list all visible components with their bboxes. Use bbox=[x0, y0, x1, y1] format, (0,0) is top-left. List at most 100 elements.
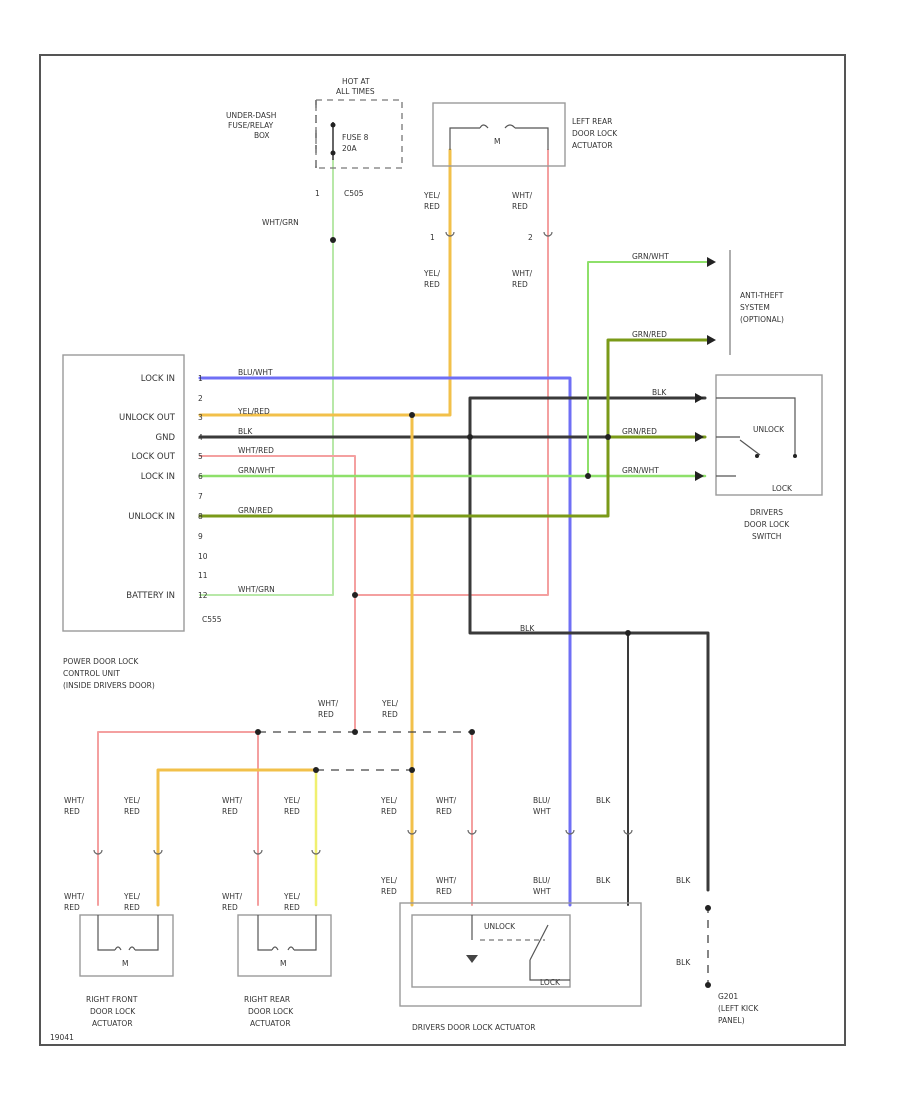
drivers-switch-arrow-grn-red bbox=[695, 432, 704, 442]
fuse-relay-box: HOT AT ALL TIMES UNDER-DASH FUSE/RELAY B… bbox=[226, 77, 403, 243]
drivers-switch-name-3: SWITCH bbox=[752, 532, 781, 541]
drivers-actuator-lock: LOCK bbox=[540, 978, 561, 987]
left-rear-wire2b-b: RED bbox=[512, 280, 528, 289]
left-rear-pin2: 2 bbox=[528, 233, 533, 242]
connector-rr-2 bbox=[311, 849, 321, 855]
splice-dot bbox=[352, 729, 358, 735]
fuse-connector-dot bbox=[330, 237, 336, 243]
left-rear-wire1-a: YEL/ bbox=[423, 191, 440, 200]
ground-blk-1: BLK bbox=[676, 876, 691, 885]
wire-blk-bus bbox=[468, 396, 707, 439]
drivers-top2-b: RED bbox=[436, 807, 452, 816]
wire-yel-red-rf bbox=[156, 768, 318, 907]
connector-drv-2 bbox=[467, 829, 477, 835]
drivers-switch-unlock: UNLOCK bbox=[753, 425, 785, 434]
left-rear-wire2-b: RED bbox=[512, 202, 528, 211]
drivers-top3-a: BLU/ bbox=[533, 796, 550, 805]
drivers-top4: BLK bbox=[596, 796, 611, 805]
diagram-frame bbox=[39, 54, 846, 1046]
connector-rf-1 bbox=[93, 849, 103, 855]
drivers-switch-wire-grn-wht: GRN/WHT bbox=[622, 466, 659, 475]
right-rear-motor-arc bbox=[271, 946, 295, 951]
right-front-bot2-b: RED bbox=[124, 903, 140, 912]
splice-dot bbox=[585, 473, 591, 479]
left-rear-motor-symbol bbox=[449, 127, 549, 150]
right-front-name-2: DOOR LOCK bbox=[90, 1007, 136, 1016]
wire-blu-wht bbox=[198, 376, 572, 907]
control-unit-name-1: POWER DOOR LOCK bbox=[63, 657, 139, 666]
wire-yel-red-left-rear bbox=[198, 148, 452, 417]
splice-dot bbox=[409, 412, 415, 418]
control-unit-pin-number: 3 bbox=[198, 413, 203, 422]
control-unit-pin-name: UNLOCK OUT bbox=[119, 413, 176, 423]
splice-dot bbox=[467, 434, 473, 440]
right-rear-name-3: ACTUATOR bbox=[250, 1019, 291, 1028]
right-front-actuator-box bbox=[79, 914, 174, 977]
anti-theft-system: GRN/WHT GRN/RED ANTI-THEFT SYSTEM (OPTIO… bbox=[632, 250, 784, 355]
arrow-grn-wht bbox=[707, 257, 716, 267]
left-rear-motor-arc bbox=[479, 124, 516, 129]
control-unit-pin-name: LOCK OUT bbox=[132, 452, 176, 462]
connector-rr-1 bbox=[253, 849, 263, 855]
control-unit-wire-label: BLU/WHT bbox=[238, 368, 273, 377]
fuse-hot-line1: HOT AT bbox=[342, 77, 370, 86]
arrow-grn-red bbox=[707, 335, 716, 345]
drivers-switch-lock: LOCK bbox=[772, 484, 793, 493]
anti-theft-wire-grn-red: GRN/RED bbox=[632, 330, 667, 339]
drivers-top3-b: WHT bbox=[533, 807, 551, 816]
fuse-box-label-3: BOX bbox=[254, 131, 270, 140]
wire-blk-bus-down bbox=[468, 435, 710, 892]
fuse-box-label-2: FUSE/RELAY bbox=[228, 121, 274, 130]
fuse-hot-line2: ALL TIMES bbox=[336, 87, 375, 96]
drivers-actuator-outer bbox=[399, 902, 642, 1007]
right-rear-actuator-box bbox=[237, 914, 332, 977]
connector-drv-3 bbox=[565, 829, 575, 835]
footer-code: 19041 bbox=[50, 1033, 74, 1042]
control-unit-box bbox=[62, 354, 185, 632]
splice-dot bbox=[469, 729, 475, 735]
control-unit-wire-label: BLK bbox=[238, 427, 253, 436]
ground-name-1: G201 bbox=[718, 992, 738, 1001]
drivers-bot1-b: RED bbox=[381, 887, 397, 896]
ground-name-3: PANEL) bbox=[718, 1016, 745, 1025]
drivers-switch-wire-blk: BLK bbox=[652, 388, 667, 397]
ground-g201: BLK BLK G201 (LEFT KICK PANEL) bbox=[676, 876, 759, 1025]
fuse-number-label: FUSE 8 bbox=[342, 133, 369, 142]
connector-drv-1 bbox=[407, 829, 417, 835]
anti-theft-label-2: SYSTEM bbox=[740, 303, 770, 312]
drivers-actuator-internal bbox=[471, 915, 570, 981]
control-unit-wire-label: GRN/WHT bbox=[238, 466, 275, 475]
junction-yel-red-b: RED bbox=[382, 710, 398, 719]
control-unit-pin-number: 1 bbox=[198, 374, 203, 383]
drivers-switch-name-1: DRIVERS bbox=[750, 508, 783, 517]
control-unit-connector: C555 bbox=[202, 615, 222, 624]
drivers-bot3-b: WHT bbox=[533, 887, 551, 896]
ground-name-2: (LEFT KICK bbox=[718, 1004, 759, 1013]
left-rear-wire1b-a: YEL/ bbox=[423, 269, 440, 278]
drivers-door-lock-switch: BLK GRN/RED GRN/WHT UNLOCK LOCK DRIVERS … bbox=[622, 374, 823, 541]
left-rear-wire2-a: WHT/ bbox=[512, 191, 533, 200]
left-rear-name-1: LEFT REAR bbox=[572, 117, 612, 126]
right-front-actuator: M WHT/ RED YEL/ RED WHT/ RED YEL/ RED RI… bbox=[64, 796, 174, 1028]
drivers-actuator-motor bbox=[466, 955, 478, 963]
drivers-bot3-a: BLU/ bbox=[533, 876, 550, 885]
left-rear-pin1: 1 bbox=[430, 233, 435, 242]
right-rear-top1-b: RED bbox=[222, 807, 238, 816]
right-rear-top1-a: WHT/ bbox=[222, 796, 243, 805]
right-rear-bot1-a: WHT/ bbox=[222, 892, 243, 901]
drivers-switch-internal bbox=[716, 397, 796, 477]
wires bbox=[97, 148, 712, 907]
control-unit-name-3: (INSIDE DRIVERS DOOR) bbox=[63, 681, 155, 690]
drivers-switch-name-2: DOOR LOCK bbox=[744, 520, 790, 529]
control-unit-pin-number: 12 bbox=[198, 591, 208, 600]
left-rear-name-3: ACTUATOR bbox=[572, 141, 613, 150]
drivers-switch-contact-2 bbox=[793, 454, 797, 458]
fuse-rating-label: 20A bbox=[342, 144, 358, 153]
drivers-bot1-a: YEL/ bbox=[380, 876, 397, 885]
inline-connectors bbox=[93, 231, 633, 855]
connector-drv-4 bbox=[623, 829, 633, 835]
control-unit-pin-number: 6 bbox=[198, 472, 203, 481]
right-rear-bot2-a: YEL/ bbox=[283, 892, 300, 901]
